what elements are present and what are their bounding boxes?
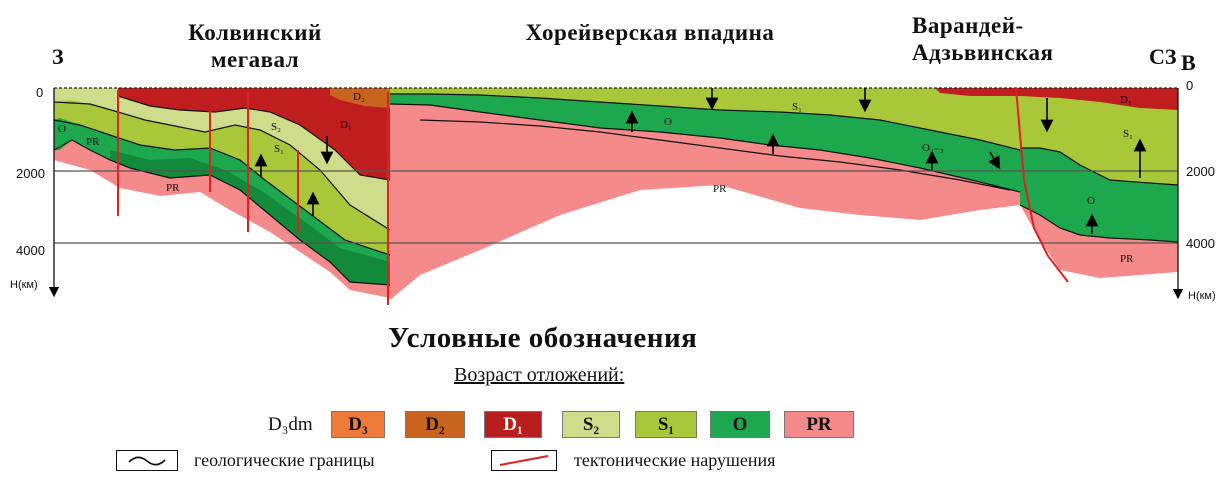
legend-swatch-label: S₂ <box>582 413 600 435</box>
kolva-block <box>53 88 391 298</box>
legend-swatch-label: S₁ <box>657 413 675 435</box>
fault-line-sample <box>499 455 549 466</box>
label-o: O <box>664 116 672 128</box>
khoreyver-d1-patch <box>935 88 1020 96</box>
right-tick-0: 0 <box>1186 78 1194 93</box>
label-o: O <box>1087 195 1095 207</box>
legend-swatch-label: D₁ <box>503 413 523 435</box>
fault-legend-box <box>491 450 557 471</box>
legend-title: Условные обозначения <box>388 322 698 354</box>
label-s1: S₁ <box>792 101 802 113</box>
legend-swatch-label: O <box>732 413 748 435</box>
varandey-boundary-lines <box>1019 147 1179 243</box>
left-depth-unit: H(км) <box>10 279 38 291</box>
northwest-label: СЗ <box>1149 44 1177 69</box>
region-kolva-line1: Колвинский <box>188 20 322 45</box>
label-pr: PR <box>1120 253 1134 265</box>
legend-swatch-d2: D₂ <box>405 411 465 438</box>
legend-swatch-pr: PR <box>784 411 854 438</box>
label-pr: PR <box>713 183 727 195</box>
region-varandey-line2: Адзьвинская <box>912 40 1054 65</box>
region-kolva-line2: мегавал <box>210 47 300 72</box>
east-label: В <box>1181 50 1196 75</box>
legend-swatch-s2: S₂ <box>562 411 620 438</box>
legend-swatch-label: PR <box>806 413 832 435</box>
legend-swatch-s1: S₁ <box>635 411 697 438</box>
khoreyver-boundary-lines <box>389 93 1021 193</box>
left-tick-2000: 2000 <box>16 166 45 181</box>
region-khoreyver-depression: Хорейверская впадина <box>525 20 775 45</box>
legend-swatch-d1: D₁ <box>484 411 542 438</box>
kolva-d2-layer <box>330 88 390 108</box>
label-o23: O₂₋₃ <box>922 142 944 154</box>
kolva-d1-layer <box>118 88 390 180</box>
right-tick-4000: 4000 <box>1186 236 1215 251</box>
fault-line <box>1015 87 1069 283</box>
label-pr: PR <box>86 136 100 148</box>
movement-arrows <box>254 88 1147 234</box>
geological-cross-section: PR O PR S₂ S₁ D₁ D₂ S₁ O O₂₋₃ PR D₁ S₁ O… <box>48 87 1184 305</box>
legend-swatch-label: D₃ <box>348 413 368 435</box>
legend-swatch-d3: D₃ <box>331 411 385 438</box>
legend-d3dm-label: D₃dm <box>268 414 313 435</box>
boundary-legend-box <box>116 450 178 471</box>
region-varandey-line1: Варандей- <box>912 13 1024 38</box>
varandey-block <box>1019 88 1179 278</box>
varandey-s1-layer <box>1020 88 1178 185</box>
legend-faults-label: тектонические нарушения <box>574 450 776 470</box>
khoreyver-block <box>389 88 1021 300</box>
region-varandey-adzva: Варандей- Адзьвинская <box>912 12 1053 66</box>
tectonic-faults <box>117 87 1069 305</box>
label-s2: S₂ <box>271 121 281 133</box>
label-d1: D₁ <box>340 119 352 131</box>
label-s1: S₁ <box>274 143 284 155</box>
label-d1: D₁ <box>1120 94 1132 106</box>
label-d2: D₂ <box>353 91 365 103</box>
west-label: З <box>52 44 64 69</box>
label-pr: PR <box>166 182 180 194</box>
kolva-o-dark-band <box>110 150 390 285</box>
region-kolva-megaval: Колвинский мегавал <box>160 19 350 73</box>
varandey-d1-layer <box>1020 88 1178 110</box>
right-depth-unit: H(км) <box>1188 290 1216 302</box>
label-o: O <box>58 123 66 135</box>
legend-boundaries-label: геологические границы <box>194 450 375 470</box>
label-s1: S₁ <box>1123 128 1133 140</box>
boundary-line-sample <box>128 456 166 466</box>
arrow-down <box>988 151 1001 170</box>
right-tick-2000: 2000 <box>1186 164 1215 179</box>
legend-swatch-o: O <box>710 411 770 438</box>
legend-swatch-label: D₂ <box>425 413 445 435</box>
legend-subtitle: Возраст отложений: <box>454 364 625 386</box>
left-tick-0: 0 <box>36 85 44 100</box>
left-tick-4000: 4000 <box>16 243 45 258</box>
